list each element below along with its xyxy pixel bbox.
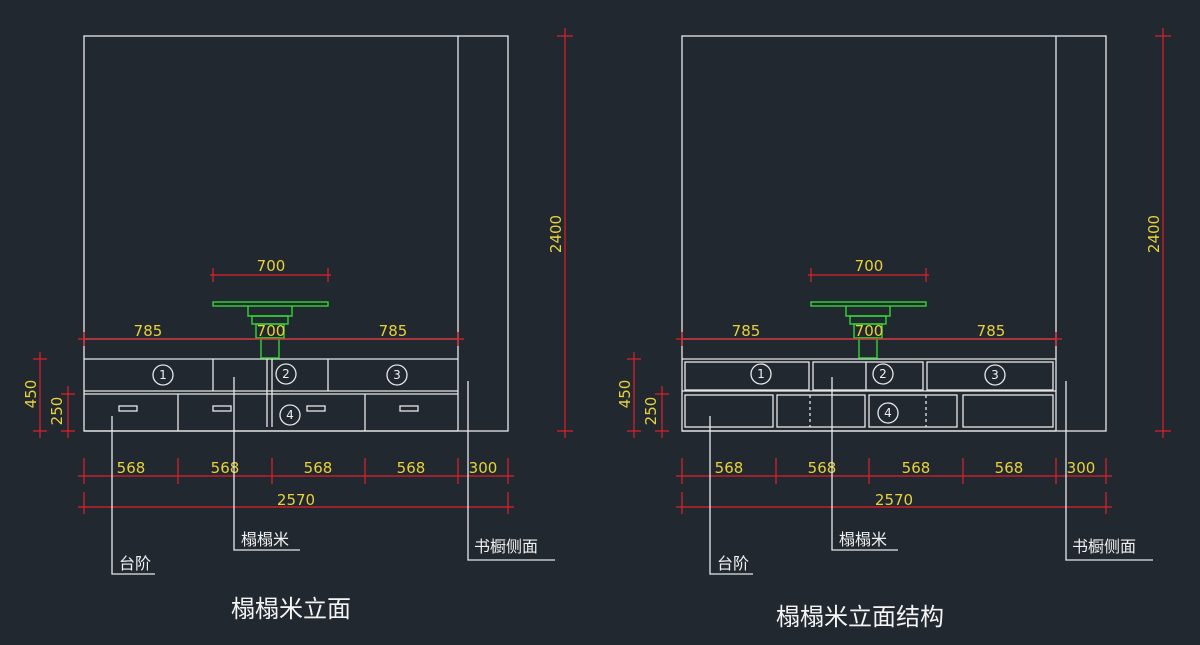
leader-bookcase-side (1065, 381, 1153, 561)
dim-total-width: 2570 (277, 491, 315, 509)
label-tatami: 榻榻米 (839, 530, 887, 549)
dim-module-1: 568 (715, 459, 744, 477)
storage-box (812, 361, 924, 391)
storage-box (962, 394, 1054, 428)
leader-bookcase-side (467, 381, 555, 561)
label-tatami: 榻榻米 (241, 530, 289, 549)
view-title: 榻榻米立面 (231, 595, 351, 623)
dim-right-span: 785 (379, 322, 408, 340)
marker-circle (750, 363, 772, 385)
dim-total-width: 2570 (875, 491, 913, 509)
dim-pillar-width: 700 (257, 322, 286, 340)
dim-pillar-width: 700 (855, 322, 884, 340)
leader-step (111, 416, 155, 575)
marker-circle (386, 364, 408, 386)
marker-circle (275, 363, 297, 385)
dim-table-width: 700 (257, 257, 286, 275)
drawer-handle (118, 405, 138, 412)
dim-side-depth: 300 (469, 459, 498, 477)
left-elevation: 1 2 3 4 (22, 28, 573, 623)
marker-4: 4 (884, 406, 892, 420)
storage-box (684, 394, 774, 428)
dimension-lines (33, 28, 573, 514)
marker-circle (279, 404, 301, 426)
label-step: 台阶 (717, 554, 749, 573)
marker-1: 1 (159, 368, 167, 382)
dim-left-span: 785 (134, 322, 163, 340)
dim-module-1: 568 (117, 459, 146, 477)
dim-module-4: 568 (995, 459, 1024, 477)
drawer-handle (399, 405, 419, 412)
marker-2: 2 (282, 367, 290, 381)
marker-circle (152, 364, 174, 386)
marker-4: 4 (286, 408, 294, 422)
dim-total-height: 450 (616, 380, 634, 409)
dim-overall-height: 2400 (1145, 215, 1163, 253)
dim-right-span: 785 (977, 322, 1006, 340)
dim-module-4: 568 (397, 459, 426, 477)
dim-module-2: 568 (211, 459, 240, 477)
marker-1: 1 (757, 367, 765, 381)
dim-module-3: 568 (902, 459, 931, 477)
dimension-lines (627, 28, 1171, 514)
right-elevation: 1 2 3 4 (616, 28, 1171, 631)
storage-box (776, 394, 866, 428)
leader-tatami (831, 377, 898, 551)
marker-circle (877, 402, 899, 424)
marker-2: 2 (879, 367, 887, 381)
label-bookcase-side: 书橱侧面 (1072, 537, 1136, 556)
marker-3: 3 (393, 368, 401, 382)
marker-circle (872, 363, 894, 385)
marker-3: 3 (991, 368, 999, 382)
dim-drawer-height: 250 (642, 397, 660, 426)
wall-outline (681, 35, 1107, 432)
label-bookcase-side: 书橱侧面 (474, 537, 538, 556)
dim-left-span: 785 (732, 322, 761, 340)
lifting-table (212, 301, 329, 359)
dim-table-width: 700 (855, 257, 884, 275)
storage-box (868, 394, 958, 428)
storage-box (684, 361, 810, 391)
leader-step (709, 416, 753, 575)
leader-tatami (233, 377, 300, 551)
drawer-handle (212, 405, 232, 412)
dim-total-height: 450 (22, 380, 40, 409)
lifting-table (810, 301, 927, 359)
dim-module-3: 568 (304, 459, 333, 477)
view-title: 榻榻米立面结构 (776, 603, 944, 631)
drawer-handle (306, 405, 326, 412)
dim-module-2: 568 (808, 459, 837, 477)
dim-side-depth: 300 (1067, 459, 1096, 477)
label-step: 台阶 (119, 554, 151, 573)
storage-box (926, 361, 1054, 391)
dim-drawer-height: 250 (48, 397, 66, 426)
dim-overall-height: 2400 (547, 215, 565, 253)
marker-circle (984, 364, 1006, 386)
